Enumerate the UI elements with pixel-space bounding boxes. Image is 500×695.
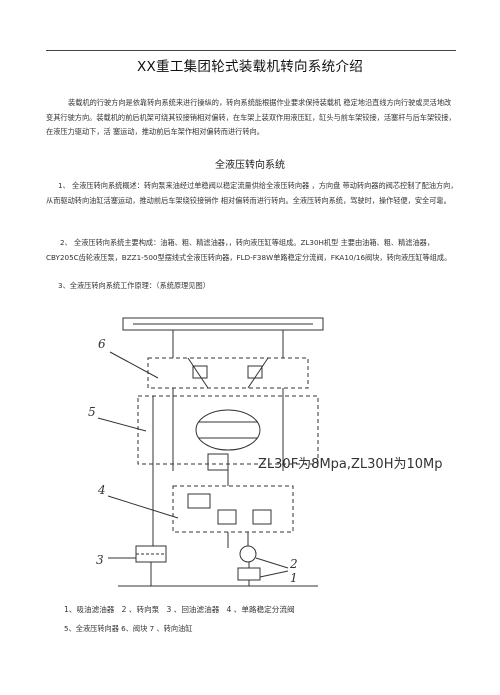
intro-paragraph: 装载机的行驶方向是依靠转向系统来进行操纵的，转向系统能根据作业要求保持装载机 稳… bbox=[46, 98, 456, 137]
caption-line-1: 1、吸油滤油器 2 、转向泵 3 、回油滤油器 4 、单路稳定分流阀 bbox=[64, 605, 295, 614]
pump-2 bbox=[239, 545, 257, 563]
item-1-paragraph: 1、 全液压转向系统概述：转向泵来油经过单稳阀以稳定流量供给全液压转向器 ，方向… bbox=[46, 181, 458, 205]
caption-line-2: 5、全液压转向器 6、阀块 7 、转向油缸 bbox=[64, 624, 193, 633]
section-heading: 全液压转向系统 bbox=[215, 160, 285, 171]
suction-filter-1 bbox=[237, 567, 261, 581]
relief-valve-left bbox=[192, 365, 208, 379]
item-2-paragraph: 2、 全液压转向系统主要构成：油箱、粗、精滤油器，，转向液压缸等组成。ZL30H… bbox=[46, 238, 452, 262]
label-1: 1 bbox=[290, 571, 298, 585]
document-title: XX重工集团轮式装载机转向系统介绍 bbox=[136, 59, 364, 75]
label-6: 6 bbox=[98, 337, 106, 351]
pressure-note: ZL30F为8Mpa,ZL30H为10Mp bbox=[258, 457, 442, 472]
label-5: 5 bbox=[88, 405, 96, 419]
hydraulic-schematic: 6 5 4 3 2 1 ZL30F为8Mpa,ZL30H为10Mp bbox=[88, 317, 442, 587]
cylinder-rect bbox=[122, 317, 324, 331]
item-3-paragraph: 3、全液压转向系统工作原理：（系统原理见图） bbox=[58, 281, 210, 290]
label-3: 3 bbox=[96, 553, 104, 567]
header-rule bbox=[46, 50, 456, 51]
steering-motor bbox=[195, 409, 261, 451]
label-2: 2 bbox=[289, 557, 298, 571]
relief-valve-right bbox=[247, 365, 263, 379]
valve-block-6 bbox=[147, 357, 309, 389]
label-4: 4 bbox=[97, 483, 106, 497]
diverter-valve-4 bbox=[172, 485, 294, 533]
check-valve-block bbox=[207, 453, 229, 471]
